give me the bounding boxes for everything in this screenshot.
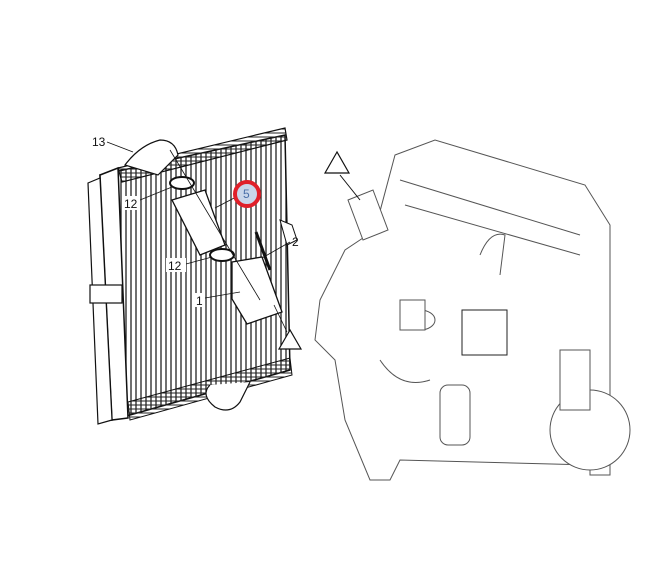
svg-text:1: 1 bbox=[196, 294, 203, 308]
engine-illustration bbox=[314, 139, 631, 481]
warning-triangle-icon bbox=[277, 328, 303, 350]
svg-text:2: 2 bbox=[292, 235, 299, 249]
svg-text:12: 12 bbox=[124, 197, 138, 211]
svg-text:5: 5 bbox=[243, 187, 250, 201]
callout-13[interactable]: 13 bbox=[92, 135, 106, 149]
warning-triangle-icon bbox=[323, 150, 351, 174]
radiator-illustration bbox=[87, 127, 298, 425]
callout-1[interactable]: 1 bbox=[193, 293, 205, 308]
svg-text:12: 12 bbox=[168, 259, 182, 273]
leader-lines bbox=[106, 141, 291, 333]
callout-2[interactable]: 2 bbox=[292, 235, 299, 249]
callout-12-upper[interactable]: 12 bbox=[122, 196, 140, 211]
callout-12-lower[interactable]: 12 bbox=[166, 258, 186, 273]
callout-5-highlighted[interactable]: 5 bbox=[233, 180, 261, 208]
svg-text:13: 13 bbox=[92, 135, 106, 149]
